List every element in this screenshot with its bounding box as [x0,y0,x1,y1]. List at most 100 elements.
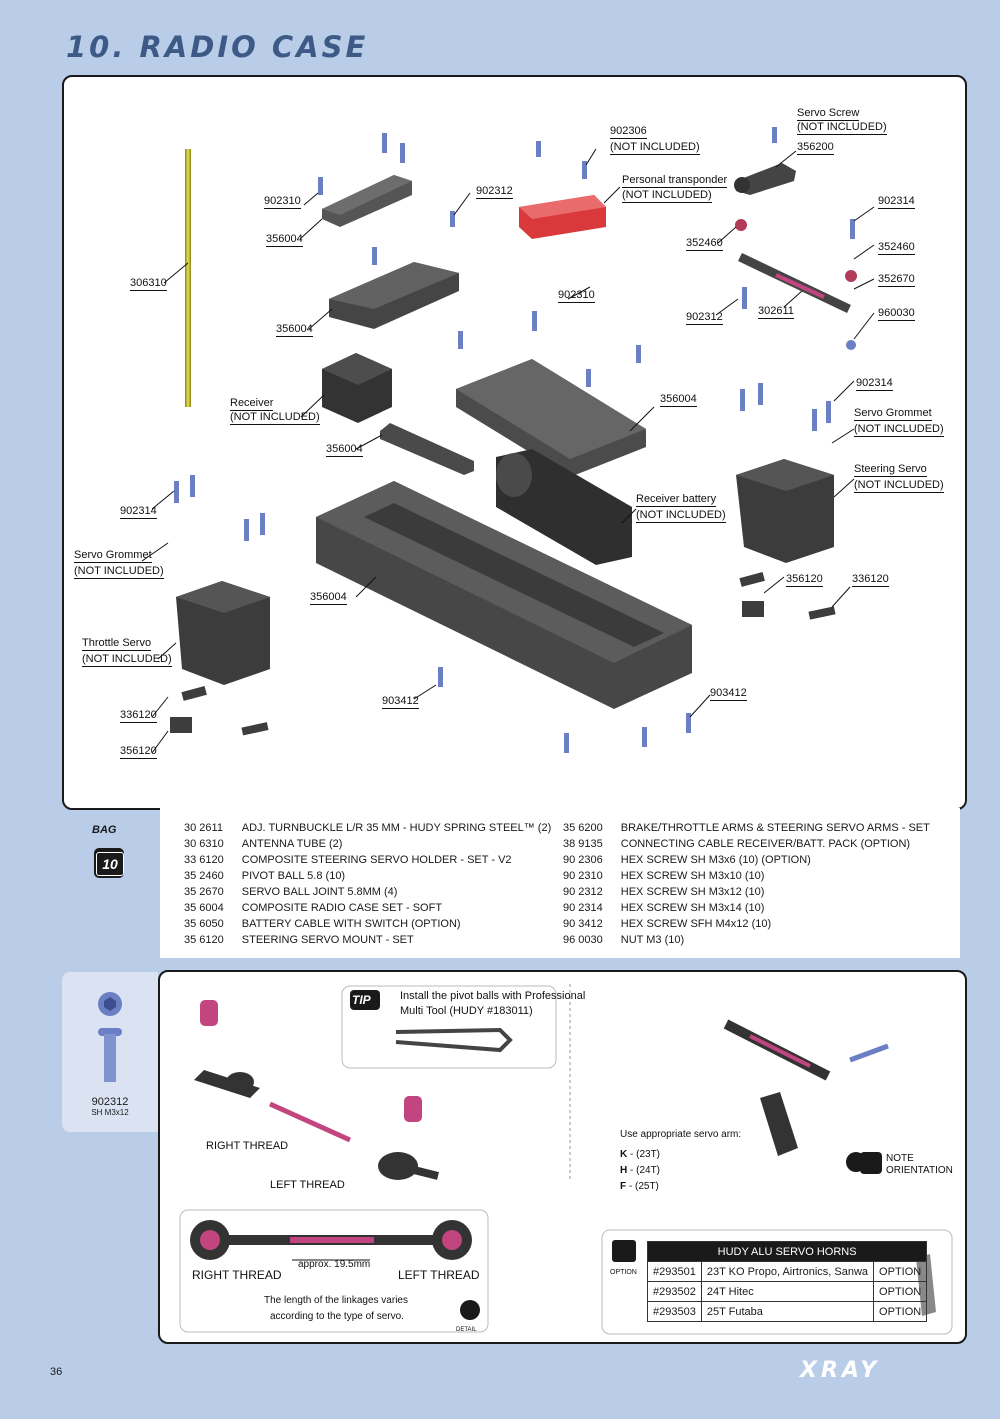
part-row: 90 2310 HEX SCREW SH M3x10 (10) [563,868,936,884]
label-902314: 902314 [856,377,893,391]
part-desc: SERVO BALL JOINT 5.8MM (4) [241,886,398,898]
transponder-box [519,195,606,239]
label-not-included: (NOT INCLUDED) [74,565,164,579]
part-code: 30 2611 [184,822,223,834]
label-960030: 960030 [878,307,915,321]
part-desc: CONNECTING CABLE RECEIVER/BATT. PACK (OP… [620,838,911,850]
servo-arm-f: F - (25T) [620,1181,659,1192]
servo-arm-instruction: Use appropriate servo arm: [620,1129,742,1140]
label-336120: 336120 [120,709,157,723]
orientation-label: ORIENTATION [886,1165,953,1176]
label-306310: 306310 [130,277,167,291]
part-desc: HEX SCREW SH M3x6 (10) (OPTION) [620,854,811,866]
tip-badge: TIP [352,993,371,1007]
servo-horn-code: #293503 [647,1301,702,1322]
right-thread-label: RIGHT THREAD [206,1140,289,1152]
label-352460: 352460 [878,241,915,255]
label-not-included: (NOT INCLUDED) [622,189,712,203]
servo-horns-title: HUDY ALU SERVO HORNS [646,1241,928,1262]
part-row: 33 6120 COMPOSITE STEERING SERVO HOLDER -… [184,852,557,868]
part-code: 96 0030 [563,934,603,946]
part-row: 35 2670 SERVO BALL JOINT 5.8MM (4) [184,884,557,900]
label-302611: 302611 [758,305,794,319]
label-356120: 356120 [120,745,157,759]
receiver-block [322,353,392,423]
label-356004: 356004 [310,591,347,605]
label-902312: 902312 [686,311,723,325]
bag-label: BAG [92,824,117,836]
part-code: 35 2670 [184,886,224,898]
label-356004: 356004 [266,233,303,247]
part-desc: BRAKE/THROTTLE ARMS & STEERING SERVO ARM… [620,822,930,834]
detail-icon: DETAIL [456,1327,477,1333]
detail-left-thread: LEFT THREAD [398,1268,480,1282]
servo-horn-code: #293502 [647,1281,702,1302]
page-number: 36 [50,1366,63,1378]
left-thread-label: LEFT THREAD [270,1179,345,1191]
tip-text-line2: Multi Tool (HUDY #183011) [400,1005,533,1017]
detail-right-thread: RIGHT THREAD [192,1268,282,1282]
part-desc: COMPOSITE STEERING SERVO HOLDER - SET - … [241,854,512,866]
part-code: 35 2460 [184,870,224,882]
label-902310: 902310 [264,195,301,209]
note-label: NOTE [886,1153,914,1164]
label-902314: 902314 [878,195,915,209]
label-903412: 903412 [710,687,747,701]
linkage-panel: Install the pivot balls with Professiona… [158,970,967,1344]
label-throttle-servo: Throttle Servo [82,637,152,651]
part-desc: ADJ. TURNBUCKLE L/R 35 MM - HUDY SPRING … [241,822,552,834]
parts-list: 30 2611 ADJ. TURNBUCKLE L/R 35 MM - HUDY … [160,808,960,958]
servo-horn-tag: OPTION [873,1301,928,1322]
tip-text-line1: Install the pivot balls with Professiona… [400,990,586,1002]
bag-number: 10 [96,852,124,876]
label-not-included: (NOT INCLUDED) [610,141,700,155]
sidebar-spec: SH M3x12 [91,1108,129,1117]
option-badge: OPTION [610,1269,637,1276]
label-steering-servo: Steering Servo [854,463,927,477]
turnbuckle-assembly [735,219,857,350]
case-strip [380,423,474,475]
label-not-included: (NOT INCLUDED) [82,653,172,667]
servo-horn-tag: OPTION [873,1281,928,1302]
part-code: 33 6120 [184,854,224,866]
part-row: 90 2312 HEX SCREW SH M3x12 (10) [563,884,936,900]
servo-horn-code: #293501 [647,1261,702,1282]
servo-horn-desc: 25T Futaba [700,1301,875,1322]
label-902306: 902306 [610,125,647,139]
part-desc: COMPOSITE RADIO CASE SET - SOFT [241,902,443,914]
part-desc: ANTENNA TUBE (2) [241,838,343,850]
label-receiver: Receiver [230,397,274,411]
label-not-included: (NOT INCLUDED) [854,479,944,493]
part-desc: HEX SCREW SH M3x12 (10) [620,886,765,898]
sidebar-code: 902312 [91,1096,129,1108]
linkage-note-line2: according to the type of servo. [270,1311,404,1322]
receiver-battery [496,449,632,565]
servo-arm-k: K - (23T) [620,1149,661,1160]
label-not-included: (NOT INCLUDED) [636,509,726,523]
part-code: 35 6120 [184,934,224,946]
bag-box: BAG 10 [62,810,158,896]
part-desc: STEERING SERVO MOUNT - SET [241,934,414,946]
label-352670: 352670 [878,273,915,287]
page-title: 10. RADIO CASE [66,30,369,64]
part-code: 90 2312 [563,886,603,898]
label-902310: 902310 [558,289,595,303]
part-desc: HEX SCREW SH M3x10 (10) [620,870,765,882]
part-code: 90 2310 [563,870,603,882]
label-personal-transponder: Personal transponder [622,174,728,188]
label-servo-grommet: Servo Grommet [854,407,932,421]
label-902314: 902314 [120,505,157,519]
steering-servo [736,459,834,563]
screw-icon [98,992,122,1082]
servo-arm-top [734,163,796,195]
servo-arm-h: H - (24T) [620,1165,661,1176]
receiver-lid [329,262,459,329]
